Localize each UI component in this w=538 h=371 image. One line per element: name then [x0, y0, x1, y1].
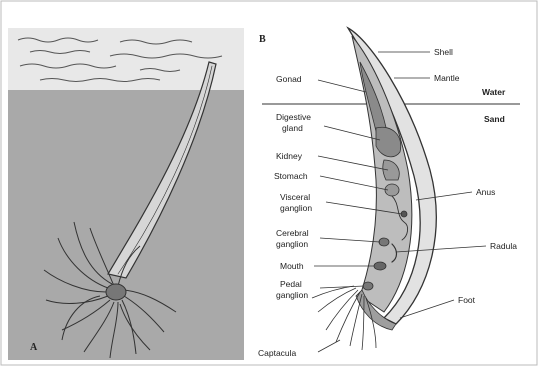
label-visceral-ganglion-1: Visceral: [280, 192, 310, 202]
label-shell: Shell: [434, 47, 453, 57]
panel-b-label: B: [259, 34, 266, 45]
label-gonad: Gonad: [276, 74, 302, 84]
label-anus: Anus: [476, 187, 495, 197]
label-digestive-gland-1: Digestive: [276, 112, 311, 122]
foot: [106, 284, 126, 300]
sand-label: Sand: [484, 114, 505, 124]
label-kidney: Kidney: [276, 151, 303, 161]
label-pedal-ganglion-2: ganglion: [276, 290, 308, 300]
sand-region: [8, 90, 244, 360]
pedal-ganglion: [363, 282, 373, 290]
label-stomach: Stomach: [274, 171, 308, 181]
label-visceral-ganglion-2: ganglion: [280, 203, 312, 213]
label-cerebral-ganglion-2: ganglion: [276, 239, 308, 249]
label-foot: Foot: [458, 295, 476, 305]
label-pedal-ganglion-1: Pedal: [280, 279, 302, 289]
label-cerebral-ganglion-1: Cerebral: [276, 228, 309, 238]
panel-a: A: [8, 28, 244, 360]
mouth: [374, 262, 386, 270]
label-mantle: Mantle: [434, 73, 460, 83]
cerebral-ganglion: [379, 238, 389, 246]
label-captacula: Captacula: [258, 348, 297, 358]
water-label: Water: [482, 87, 506, 97]
label-mouth: Mouth: [280, 261, 304, 271]
panel-a-label: A: [30, 342, 38, 353]
label-radula: Radula: [490, 241, 517, 251]
label-digestive-gland-2: gland: [282, 123, 303, 133]
